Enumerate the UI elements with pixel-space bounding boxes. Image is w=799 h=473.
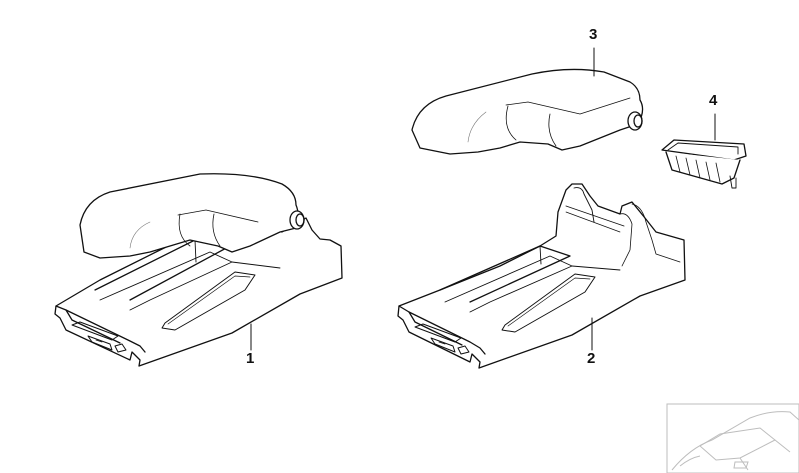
part-4-tray-insert[interactable]: [661, 113, 747, 189]
part-1-console-with-armrest[interactable]: [54, 173, 343, 367]
callout-3[interactable]: 3: [589, 26, 598, 43]
vehicle-thumbnail: [666, 403, 799, 473]
part-2-console[interactable]: [397, 183, 686, 369]
callout-2[interactable]: 2: [587, 350, 596, 367]
callout-1[interactable]: 1: [246, 350, 255, 367]
part-3-armrest[interactable]: [411, 47, 644, 155]
callout-4[interactable]: 4: [709, 92, 718, 109]
